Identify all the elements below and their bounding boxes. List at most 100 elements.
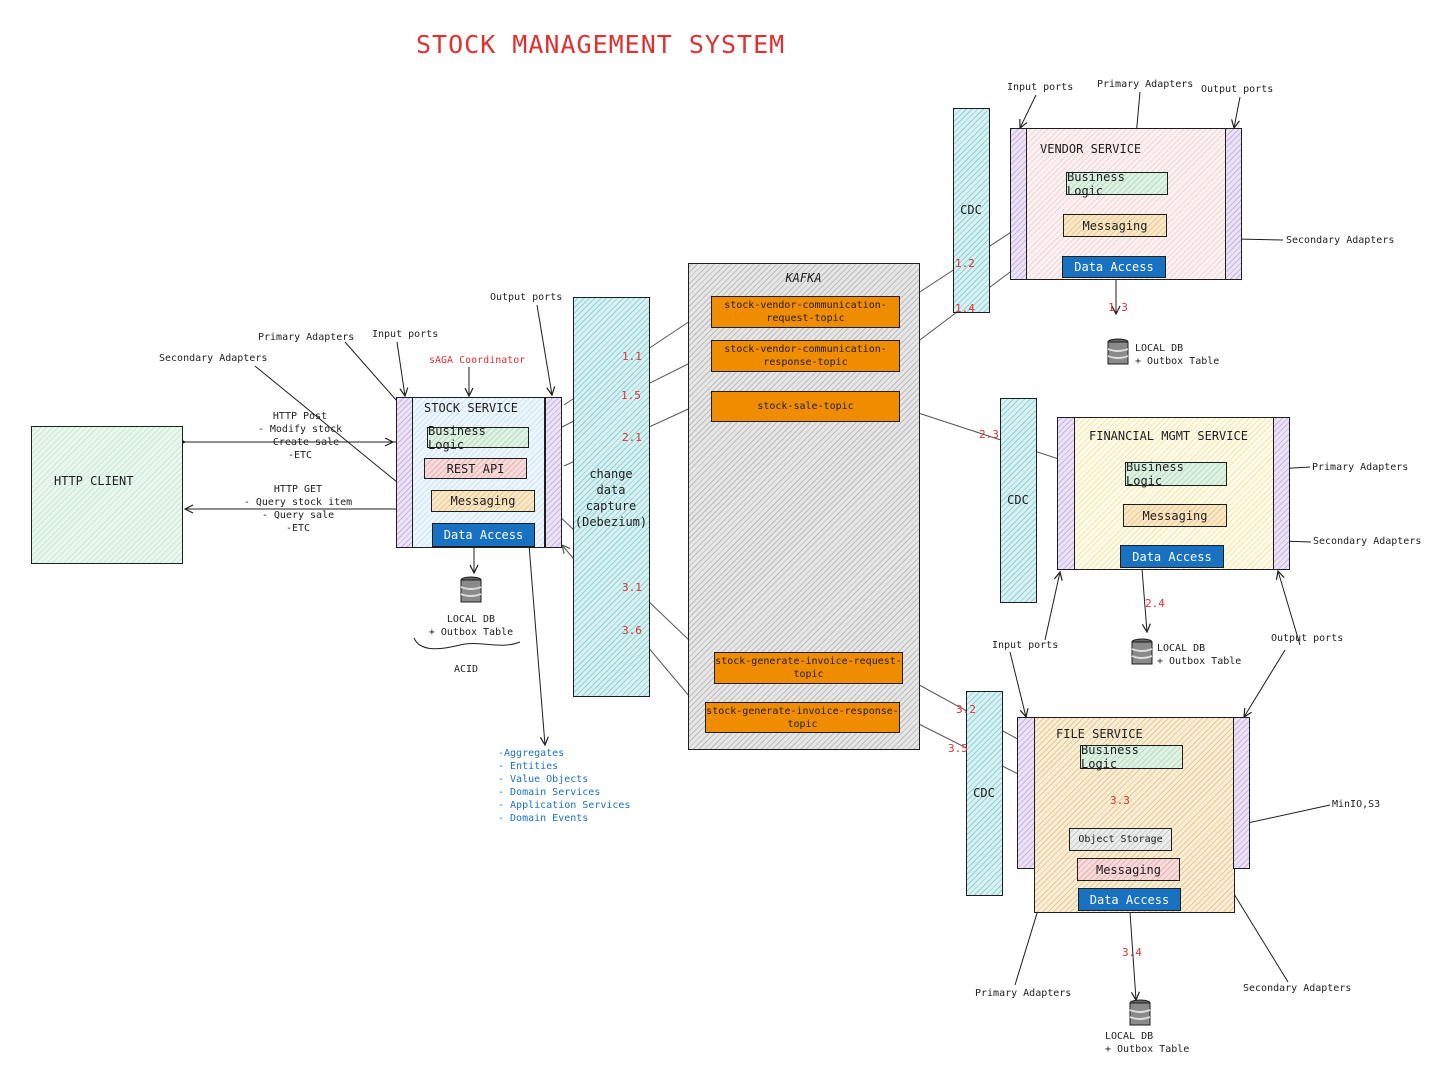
vendor-db-label: LOCAL DB + Outbox Table — [1135, 342, 1219, 368]
saga-coordinator-label: sAGA Coordinator — [429, 355, 526, 366]
http-get-line: - Query sale — [261, 510, 335, 521]
vendor-database-icon — [1107, 338, 1129, 366]
step-label: 1.1 — [622, 350, 642, 363]
file-business-logic: Business Logic — [1080, 743, 1183, 771]
kafka-label: KAFKA — [785, 271, 822, 285]
stock-input-port-bar — [396, 397, 413, 548]
file-object-storage: Object Storage — [1069, 828, 1172, 851]
financial-output-ports-label: Output ports — [1271, 633, 1344, 644]
http-post-line: - Modify stock — [257, 424, 343, 435]
http-get-line: - Query stock item — [243, 497, 353, 508]
financial-cdc-label: CDC — [1007, 493, 1029, 507]
step-label: 3.2 — [956, 703, 976, 716]
step-label: 3.6 — [622, 624, 642, 637]
financial-messaging: Messaging — [1123, 504, 1227, 527]
financial-data-access: Data Access — [1120, 545, 1224, 568]
vendor-input-ports-label: Input ports — [1007, 82, 1074, 93]
vendor-db-line: LOCAL DB — [1135, 343, 1184, 354]
stock-db-label: LOCAL DB + Outbox Table — [408, 613, 534, 639]
financial-business-logic: Business Logic — [1125, 460, 1227, 488]
file-cdc-box: CDC — [966, 691, 1003, 896]
stock-secondary-adapters-label: Secondary Adapters — [159, 353, 268, 364]
vendor-data-access: Data Access — [1062, 256, 1166, 278]
step-label: 2.4 — [1145, 597, 1165, 610]
http-get-line: HTTP GET — [273, 484, 323, 495]
financial-input-ports-label: Input ports — [992, 640, 1059, 651]
acid-label: ACID — [454, 664, 479, 675]
file-output-port-bar — [1233, 717, 1250, 869]
file-db-label: LOCAL DB + Outbox Table — [1105, 1030, 1189, 1056]
domain-list: -Aggregates - Entities - Value Objects -… — [498, 747, 630, 825]
financial-db-line: LOCAL DB — [1157, 643, 1206, 654]
file-primary-adapters-label: Primary Adapters — [975, 988, 1072, 999]
step-label: 3.4 — [1122, 946, 1142, 959]
financial-secondary-adapters-label: Secondary Adapters — [1313, 536, 1422, 547]
stock-output-ports-label: Output ports — [490, 292, 563, 303]
step-label: 3.3 — [1110, 794, 1130, 807]
financial-output-port-bar — [1273, 417, 1290, 570]
file-db-line: + Outbox Table — [1105, 1044, 1190, 1055]
file-db-line: LOCAL DB — [1105, 1031, 1154, 1042]
step-label: 1.3 — [1108, 301, 1128, 314]
step-label: 2.3 — [979, 428, 999, 441]
domain-item: -Aggregates — [498, 748, 565, 759]
vendor-cdc-label: CDC — [960, 203, 982, 217]
topic-vendor-request: stock-vendor-communication-request-topic — [711, 296, 900, 328]
vendor-output-ports-label: Output ports — [1201, 84, 1274, 95]
stock-database-icon — [460, 576, 482, 604]
cdc-line: data — [596, 483, 626, 497]
http-post-line: HTTP Post — [272, 411, 328, 422]
step-label: 1.5 — [621, 389, 641, 402]
financial-db-label: LOCAL DB + Outbox Table — [1157, 642, 1241, 668]
financial-input-port-bar — [1057, 417, 1075, 570]
financial-database-icon — [1131, 638, 1153, 666]
vendor-output-port-bar — [1225, 128, 1242, 280]
step-label: 2.1 — [622, 431, 642, 444]
vendor-messaging: Messaging — [1063, 214, 1167, 237]
file-database-icon — [1129, 999, 1151, 1027]
cdc-line: (Debezium) — [574, 515, 648, 529]
http-post-label: HTTP Post - Modify stock - Create sale -… — [240, 410, 360, 462]
step-label: 1.4 — [955, 302, 975, 315]
cdc-line: change — [589, 467, 633, 481]
http-client-box: HTTP CLIENT — [31, 426, 183, 564]
domain-item: - Value Objects — [498, 774, 589, 785]
vendor-secondary-adapters-label: Secondary Adapters — [1286, 235, 1395, 246]
stock-db-line: LOCAL DB — [446, 614, 496, 625]
vendor-service-box: VENDOR SERVICE — [1026, 128, 1226, 280]
domain-item: - Application Services — [498, 800, 631, 811]
page-title: STOCK MANAGEMENT SYSTEM — [416, 30, 786, 59]
file-service-name: FILE SERVICE — [1056, 727, 1143, 741]
domain-item: - Entities — [498, 761, 559, 772]
stock-data-access: Data Access — [432, 523, 535, 547]
step-label: 3.1 — [622, 581, 642, 594]
topic-stock-sale: stock-sale-topic — [711, 391, 900, 422]
step-label: 1.2 — [955, 257, 975, 270]
financial-cdc-box: CDC — [1000, 398, 1037, 603]
topic-invoice-request: stock-generate-invoice-request-topic — [714, 652, 903, 684]
file-messaging: Messaging — [1077, 858, 1180, 881]
http-get-line: -ETC — [285, 523, 311, 534]
topic-vendor-response: stock-vendor-communication-response-topi… — [711, 340, 900, 372]
domain-item: - Domain Events — [498, 813, 589, 824]
vendor-business-logic: Business Logic — [1066, 170, 1168, 198]
cdc-debezium-box: change data capture (Debezium) — [573, 297, 650, 697]
http-post-line: -ETC — [287, 450, 313, 461]
vendor-db-line: + Outbox Table — [1135, 356, 1220, 367]
http-post-line: - Create sale — [260, 437, 340, 448]
financial-service-name: FINANCIAL MGMT SERVICE — [1089, 429, 1248, 443]
vendor-cdc-box: CDC — [953, 108, 990, 313]
stock-input-ports-label: Input ports — [372, 329, 439, 340]
stock-business-logic: Business Logic — [427, 424, 529, 452]
cdc-line: capture — [585, 499, 637, 513]
file-data-access: Data Access — [1078, 888, 1181, 911]
stock-messaging: Messaging — [431, 490, 535, 512]
file-cdc-label: CDC — [973, 786, 995, 800]
file-secondary-adapters-label: Secondary Adapters — [1243, 983, 1352, 994]
stock-db-line: + Outbox Table — [428, 627, 514, 638]
domain-item: - Domain Services — [498, 787, 601, 798]
vendor-primary-adapters-label: Primary Adapters — [1097, 79, 1194, 90]
topic-invoice-response: stock-generate-invoice-response-topic — [705, 702, 900, 733]
stock-output-port-bar — [545, 397, 562, 548]
stock-service-name: STOCK SERVICE — [424, 401, 518, 415]
